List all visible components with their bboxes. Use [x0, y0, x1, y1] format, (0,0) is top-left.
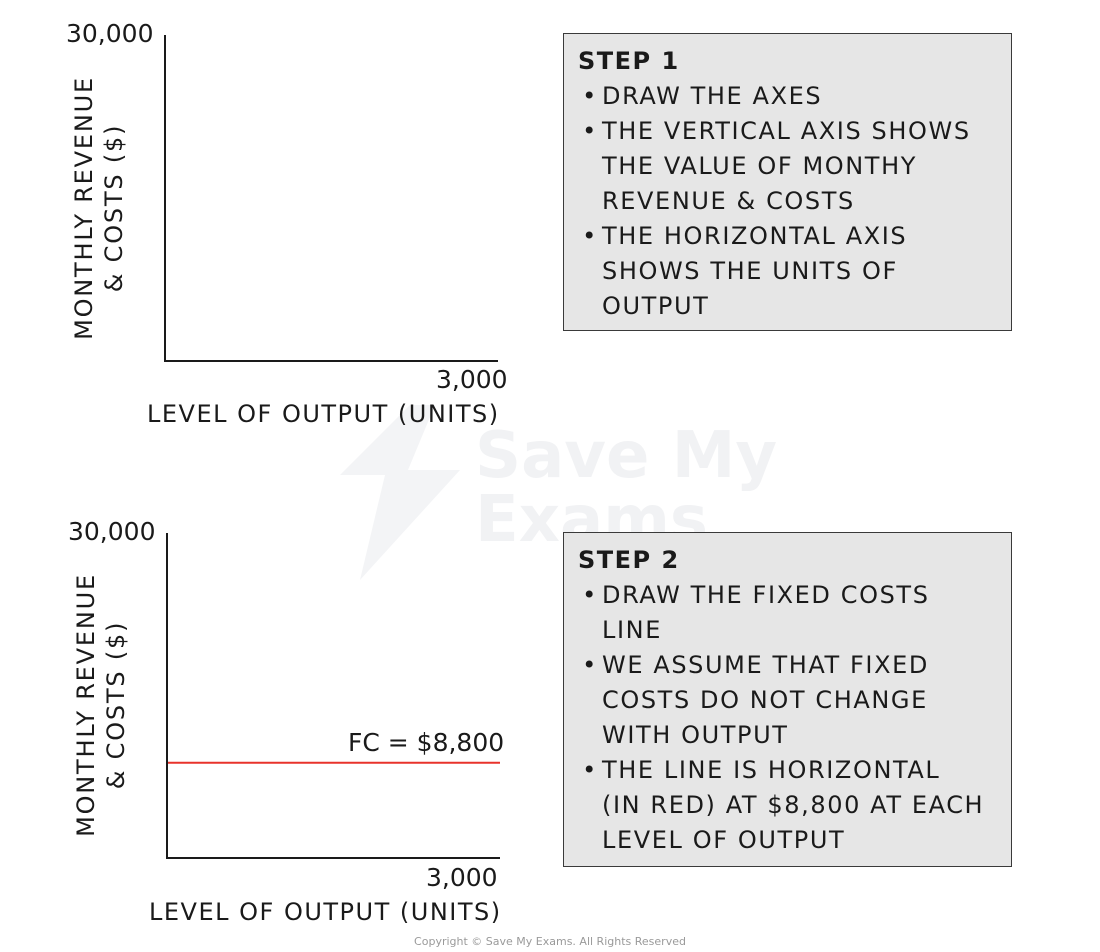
step-1-title: STEP 1 — [578, 47, 680, 75]
step-2-bullet-text: THE LINE IS HORIZONTAL (IN RED) AT $8,80… — [602, 756, 985, 854]
step-1-bullet-text: THE HORIZONTAL AXIS SHOWS THE UNITS OF O… — [602, 222, 908, 320]
step-2-bullet-text: DRAW THE FIXED COSTS LINE — [602, 581, 930, 644]
fc-line-label: FC = $8,800 — [348, 728, 505, 757]
step-2-bullet-text: WE ASSUME THAT FIXED COSTS DO NOT CHANGE… — [602, 651, 929, 749]
chart-2-y-axis-label-line-1: MONTHLY REVENUE — [72, 573, 100, 837]
step-1-bullet-text: THE VERTICAL AXIS SHOWS THE VALUE OF MON… — [602, 117, 971, 215]
chart-2-y-max-tick: 30,000 — [68, 517, 156, 546]
chart-1-y-max-tick: 30,000 — [66, 19, 154, 48]
step-1-box: STEP 1 •DRAW THE AXES •THE VERTICAL AXIS… — [563, 33, 1012, 331]
step-1-bullet: •DRAW THE AXES — [578, 79, 999, 114]
chart-2-x-max-tick: 3,000 — [426, 863, 498, 892]
copyright-notice: Copyright © Save My Exams. All Rights Re… — [414, 935, 686, 948]
step-1-bullet-text: DRAW THE AXES — [602, 82, 823, 110]
chart-2-x-axis-label: LEVEL OF OUTPUT (UNITS) — [149, 898, 502, 926]
step-1-bullet: •THE VERTICAL AXIS SHOWS THE VALUE OF MO… — [578, 114, 999, 219]
step-1-bullet: •THE HORIZONTAL AXIS SHOWS THE UNITS OF … — [578, 219, 999, 324]
chart-2-y-axis-label: MONTHLY REVENUE & COSTS ($) — [71, 573, 131, 837]
step-2-bullet: •WE ASSUME THAT FIXED COSTS DO NOT CHANG… — [578, 648, 999, 753]
step-2-bullet: •THE LINE IS HORIZONTAL (IN RED) AT $8,8… — [578, 753, 999, 858]
step-2-box: STEP 2 •DRAW THE FIXED COSTS LINE •WE AS… — [563, 532, 1012, 867]
step-2-title: STEP 2 — [578, 546, 680, 574]
chart-1-x-max-tick: 3,000 — [436, 365, 508, 394]
chart-1-x-axis-label: LEVEL OF OUTPUT (UNITS) — [147, 400, 500, 428]
chart-2-y-axis-label-line-2: & COSTS ($) — [102, 620, 130, 790]
step-2-bullet: •DRAW THE FIXED COSTS LINE — [578, 578, 999, 648]
